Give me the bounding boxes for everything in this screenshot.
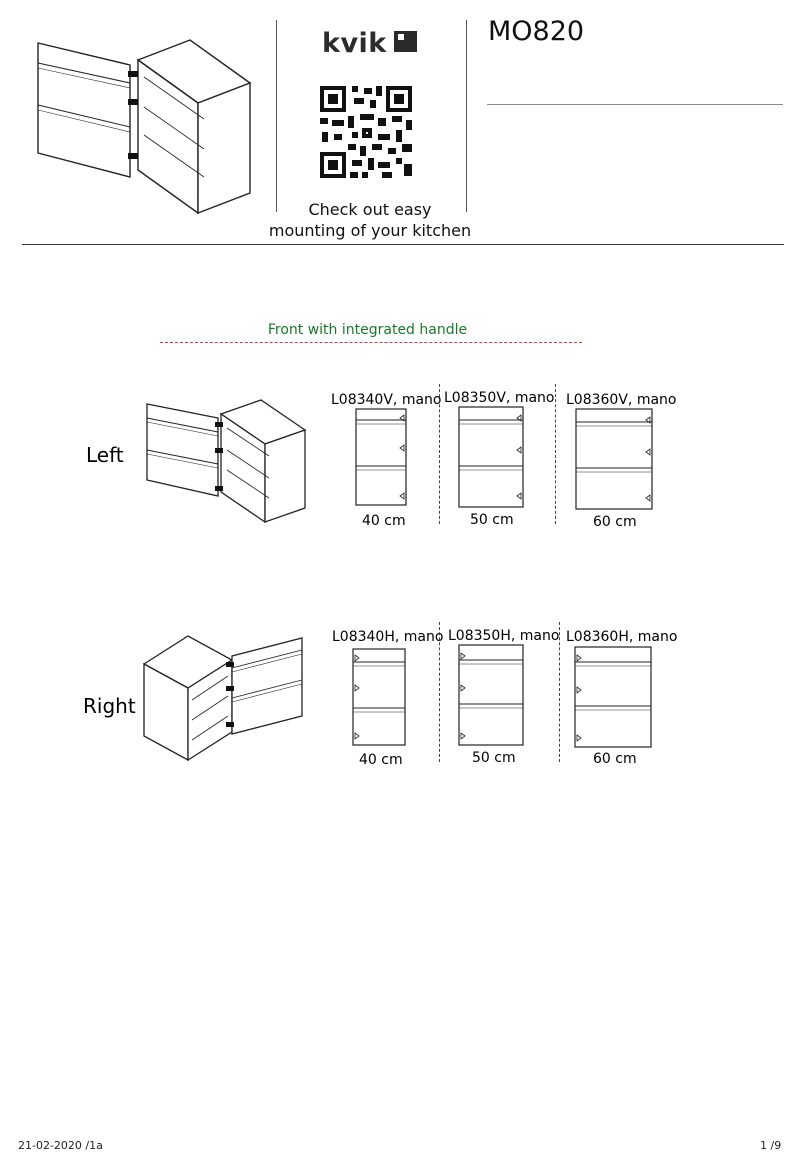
- brand-square-icon: [394, 31, 417, 52]
- front-drawing-right-40: [352, 648, 406, 746]
- brand-logo: kvik: [322, 28, 387, 59]
- right-option-code-3: L08360H, mano: [566, 629, 678, 645]
- tagline-line-1: Check out easy: [308, 200, 432, 219]
- qr-code-icon[interactable]: [318, 84, 414, 180]
- right-option-code-1: L08340H, mano: [332, 629, 444, 645]
- front-drawing-right-50: [458, 644, 524, 746]
- left-option-separator-2: [555, 384, 556, 524]
- footer-date: 21-02-2020 /1a: [18, 1139, 103, 1152]
- header-bottom-rule: [22, 244, 784, 245]
- front-drawing-left-50: [458, 406, 524, 508]
- product-underline: [487, 104, 783, 105]
- front-drawing-left-60: [575, 408, 653, 510]
- left-variant-label: Left: [86, 443, 124, 467]
- left-option-code-2: L08350V, mano: [444, 390, 555, 406]
- header-divider-left: [276, 20, 277, 212]
- right-option-size-1: 40 cm: [359, 752, 403, 768]
- section-title: Front with integrated handle: [267, 322, 468, 338]
- right-option-size-2: 50 cm: [472, 750, 516, 766]
- left-option-code-3: L08360V, mano: [566, 392, 677, 408]
- cabinet-illustration-left: [146, 399, 307, 524]
- right-option-separator-1: [439, 622, 440, 762]
- cabinet-illustration-right: [142, 635, 303, 762]
- right-option-size-3: 60 cm: [593, 751, 637, 767]
- front-drawing-left-40: [355, 408, 407, 506]
- right-option-code-2: L08350H, mano: [448, 628, 560, 644]
- right-variant-label: Right: [83, 694, 136, 718]
- right-option-separator-2: [559, 622, 560, 762]
- qr-tagline: Check out easy mounting of your kitchen: [268, 199, 472, 241]
- footer-page-number: 1 /9: [760, 1139, 782, 1152]
- front-drawing-right-60: [574, 646, 652, 748]
- product-code: MO820: [488, 16, 585, 47]
- tagline-line-2: mounting of your kitchen: [268, 221, 472, 240]
- header-divider-right: [466, 20, 467, 212]
- left-option-size-2: 50 cm: [470, 512, 514, 528]
- left-option-code-1: L08340V, mano: [331, 392, 442, 408]
- section-title-divider: [160, 342, 582, 343]
- left-option-size-1: 40 cm: [362, 513, 406, 529]
- cabinet-illustration-header: [37, 39, 252, 215]
- left-option-size-3: 60 cm: [593, 514, 637, 530]
- left-option-separator-1: [439, 384, 440, 524]
